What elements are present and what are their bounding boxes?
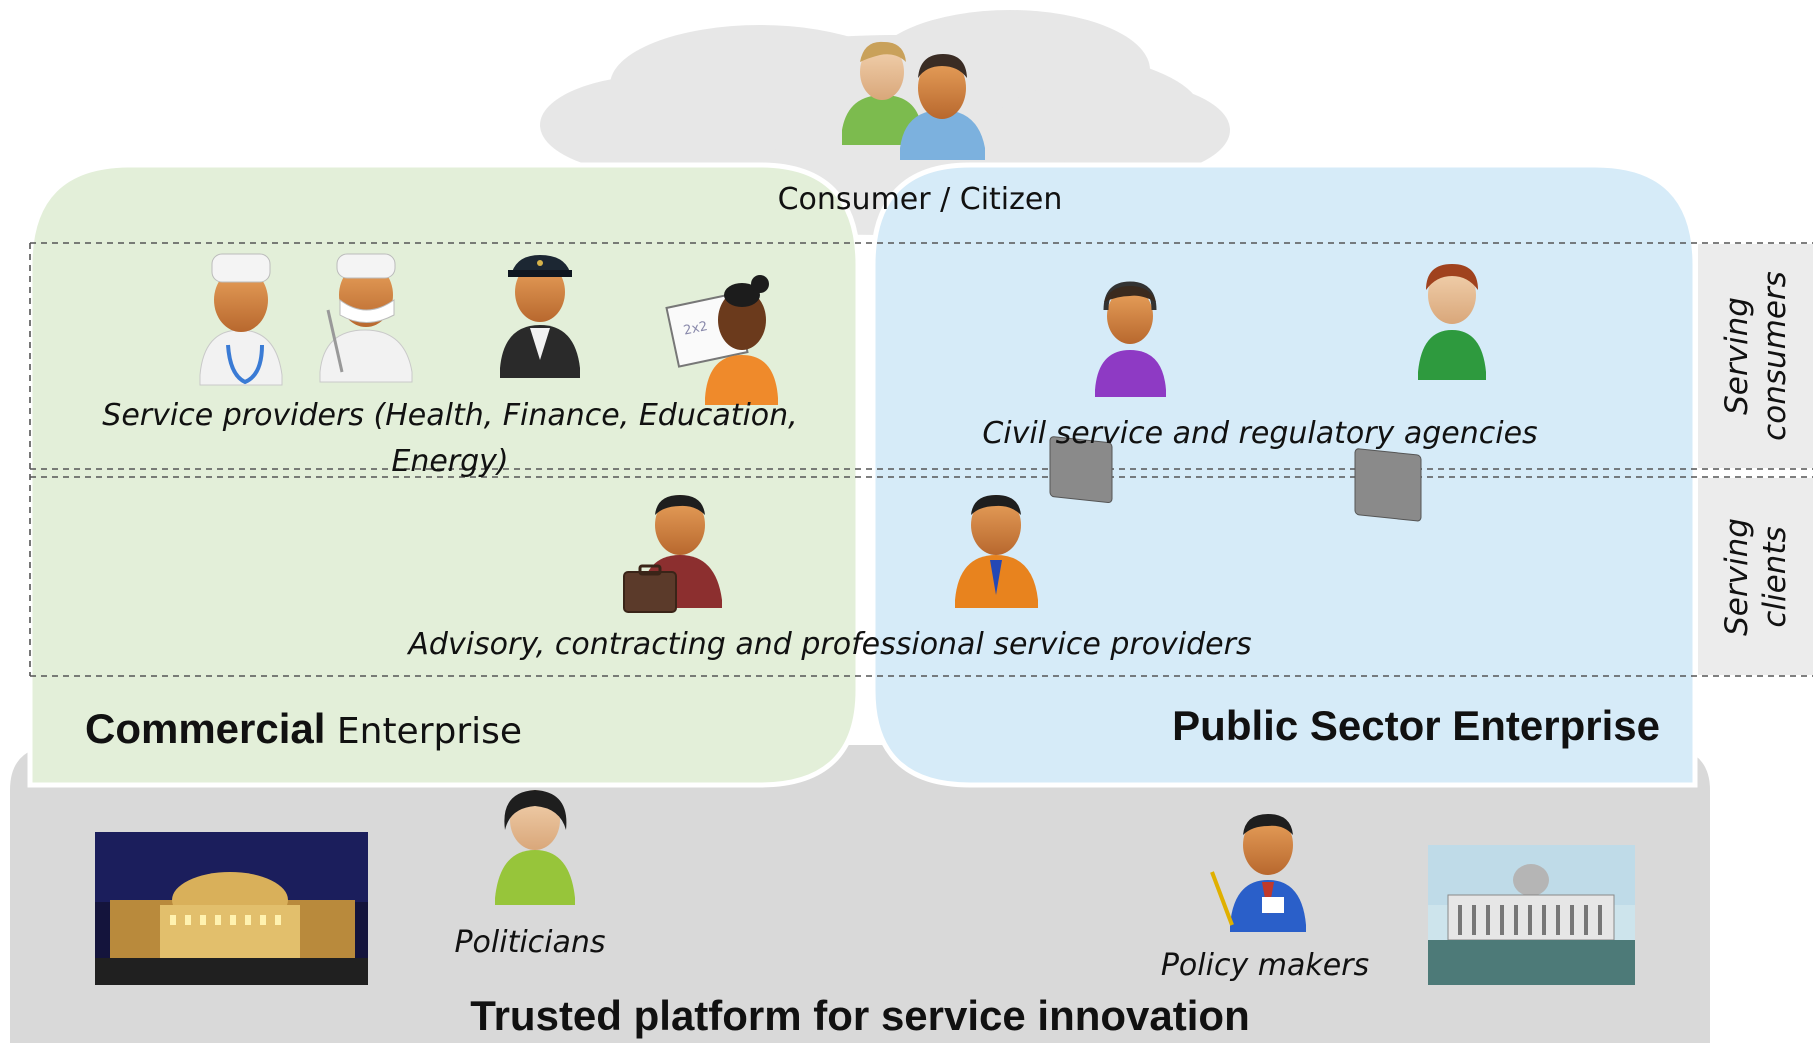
civil-service-label: Civil service and regulatory agencies <box>982 416 1538 451</box>
politicians-label: Politicians <box>454 925 606 960</box>
serving-consumers-line2: consumers <box>1756 271 1793 441</box>
serving-clients-line2: clients <box>1756 525 1793 628</box>
official-icon <box>955 495 1038 608</box>
teacher-icon: 2x2 <box>665 275 778 405</box>
public-panel <box>870 162 1698 788</box>
doctor-icon <box>199 253 283 386</box>
public-sector-title: Public Sector Enterprise <box>1172 702 1660 749</box>
policy-maker-icon <box>1210 814 1306 932</box>
platform-title: Trusted platform for service innovation <box>470 992 1250 1039</box>
commercial-title-rest: Enterprise <box>325 711 523 752</box>
politician-icon <box>495 790 575 905</box>
policy-makers-label: Policy makers <box>1160 948 1370 983</box>
service-providers-label-line1: Service providers (Health, Finance, Educ… <box>102 398 798 433</box>
capitol-photo <box>1428 845 1635 985</box>
side-strip-consumers <box>1698 244 1813 468</box>
clerk-computer-icon <box>1354 264 1486 522</box>
consumer-citizen-label: Consumer / Citizen <box>777 182 1063 217</box>
pilot-icon <box>500 255 580 378</box>
surgeon-icon <box>319 253 413 383</box>
call-agent-icon <box>1049 281 1166 503</box>
consultant-briefcase-icon <box>623 495 722 613</box>
commercial-title: Commercial Enterprise <box>85 705 522 753</box>
couple-icon <box>842 41 985 160</box>
serving-clients-line1: Serving <box>1718 517 1755 636</box>
side-strip-clients <box>1698 478 1813 675</box>
serving-consumers-line1: Serving <box>1718 297 1755 415</box>
service-providers-label-line2: Energy) <box>391 444 509 479</box>
parliament-photo <box>95 832 368 985</box>
commercial-title-bold: Commercial <box>85 705 326 752</box>
svg-text:2x2: 2x2 <box>682 319 709 339</box>
serving-consumers-label: Serving consumers <box>1698 244 1813 468</box>
serving-clients-label: Serving clients <box>1698 478 1813 675</box>
dashed-bands <box>29 242 1813 677</box>
advisory-label: Advisory, contracting and professional s… <box>408 627 1252 662</box>
